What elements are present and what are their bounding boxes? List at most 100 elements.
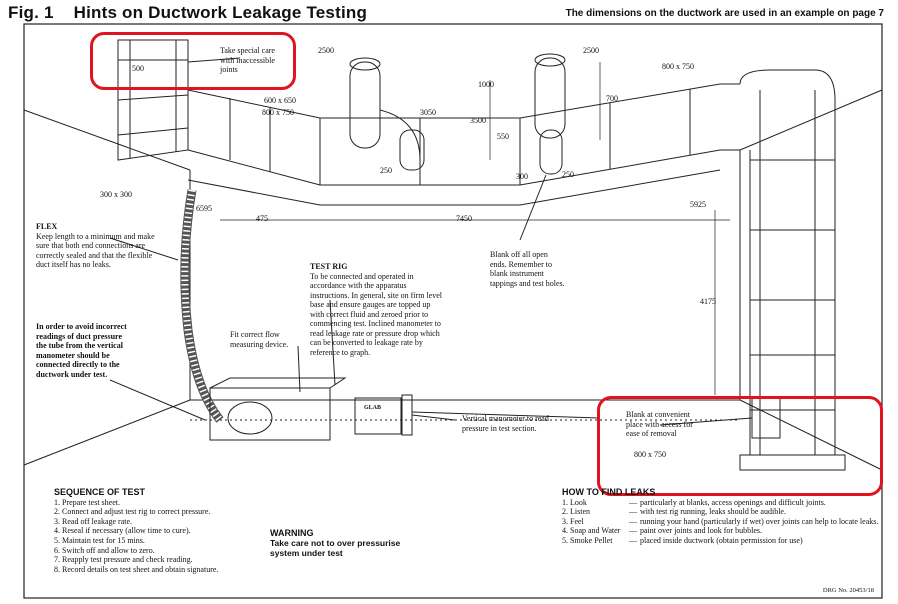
leader-line bbox=[187, 57, 241, 63]
blank-off-note: Blank off all open ends. Remember to bla… bbox=[490, 250, 565, 288]
blank-convenient-note: Blank at convenient place with access fo… bbox=[626, 410, 693, 438]
how-to-find-leaks: HOW TO FIND LEAKS 1. Look — particularly… bbox=[562, 487, 882, 546]
leader-line bbox=[329, 299, 336, 386]
riser-right-flange bbox=[750, 159, 835, 411]
special-care-note: Take special care with inaccessible join… bbox=[220, 46, 275, 74]
riser-flange bbox=[117, 59, 189, 136]
room-line bbox=[739, 399, 883, 471]
branch-duct-2 bbox=[399, 129, 425, 171]
how-text: paint over joints and look for bubbles. bbox=[640, 526, 762, 536]
sequence-step: 2. Connect and adjust test rig to correc… bbox=[54, 507, 211, 517]
dim-300: 300 bbox=[516, 172, 528, 181]
dim-4175: 4175 bbox=[700, 297, 716, 306]
vertical-manometer-note: Vertical manometer to read pressure in t… bbox=[462, 414, 549, 433]
how-row: 5. Smoke Pellet — placed inside ductwork… bbox=[562, 536, 882, 546]
test-rig-frame bbox=[209, 387, 331, 441]
room-line bbox=[23, 109, 191, 171]
how-text: particularly at blanks, access openings … bbox=[640, 497, 826, 507]
warning-box: WARNING Take care not to over pressurise… bbox=[270, 528, 400, 558]
sequence-step: 7. Reapply test pressure and check readi… bbox=[54, 555, 193, 565]
sequence-step: 3. Read off leakage rate. bbox=[54, 516, 133, 526]
dim-7450: 7450 bbox=[456, 214, 472, 223]
branch-duct-1-top bbox=[349, 57, 381, 71]
flex-body: Keep length to a minimum and make sure t… bbox=[36, 231, 155, 270]
how-row: 2. Listen — with test rig running, leaks… bbox=[562, 507, 882, 517]
sequence-title: SEQUENCE OF TEST bbox=[54, 487, 146, 497]
main-duct-bottom bbox=[187, 149, 740, 186]
dim-250-left: 250 bbox=[380, 166, 392, 175]
dim-2500-left: 2500 bbox=[318, 46, 334, 55]
header-note: The dimensions on the ductwork are used … bbox=[565, 8, 884, 19]
how-dash: — bbox=[629, 526, 637, 536]
dim-6595: 6595 bbox=[196, 204, 212, 213]
sequence-step: 4. Reseal if necessary (allow time to cu… bbox=[54, 526, 191, 536]
manometer-tube bbox=[411, 411, 601, 419]
test-rig-top bbox=[209, 377, 347, 389]
how-key: 2. Listen bbox=[562, 507, 590, 517]
how-key: 1. Look bbox=[562, 497, 587, 507]
how-row: 3. Feel — running your hand (particularl… bbox=[562, 517, 882, 527]
how-dash: — bbox=[629, 497, 637, 507]
dim-5925: 5925 bbox=[690, 200, 706, 209]
sequence-of-test: SEQUENCE OF TEST 1. Prepare test sheet. … bbox=[54, 487, 219, 574]
how-text: running your hand (particularly if wet) … bbox=[640, 516, 879, 526]
test-rig-title: TEST RIG bbox=[310, 262, 348, 271]
highlight-box-top-left bbox=[90, 32, 296, 90]
warning-title: WARNING bbox=[270, 528, 314, 538]
fit-flow-device-note: Fit correct flow measuring device. bbox=[230, 330, 289, 349]
drawing-number: DRG No. 20453/18 bbox=[822, 587, 874, 594]
dim-250-right: 250 bbox=[562, 170, 574, 179]
branch-duct-1 bbox=[349, 61, 381, 149]
dim-500: 500 bbox=[132, 64, 144, 73]
figure-heading: Hints on Ductwork Leakage Testing bbox=[73, 3, 368, 22]
room-line bbox=[23, 399, 191, 466]
warning-line: Take care not to over pressurise bbox=[270, 538, 401, 548]
figure-number: Fig. 1 bbox=[8, 3, 54, 22]
flex-title: FLEX bbox=[36, 222, 58, 231]
dim-3050: 3050 bbox=[420, 108, 436, 117]
warning-line: system under test bbox=[270, 548, 343, 558]
leader-line bbox=[109, 379, 206, 421]
dim-475: 475 bbox=[256, 214, 268, 223]
dim-550: 550 bbox=[497, 132, 509, 141]
how-dash: — bbox=[629, 516, 637, 526]
vertical-manometer bbox=[401, 394, 413, 436]
figure-title: Fig. 1 Hints on Ductwork Leakage Testing bbox=[8, 3, 367, 23]
leader-line bbox=[109, 237, 179, 261]
sequence-step: 5. Maintain test for 15 mins. bbox=[54, 535, 145, 545]
how-key: 4. Soap and Water bbox=[562, 526, 621, 536]
test-rig-note: TEST RIG To be connected and operated in… bbox=[310, 262, 442, 357]
riser-right-base bbox=[739, 454, 846, 471]
how-dash: — bbox=[629, 507, 637, 517]
sequence-step: 1. Prepare test sheet. bbox=[54, 497, 120, 507]
test-rig-body: To be connected and operated in accordan… bbox=[310, 271, 442, 357]
highlight-box-bottom-right bbox=[597, 396, 883, 496]
how-text: placed inside ductwork (obtain permissio… bbox=[640, 535, 803, 545]
sequence-step: 8. Record details on test sheet and obta… bbox=[54, 564, 219, 574]
dim-3500: 3500 bbox=[470, 116, 486, 125]
room-line bbox=[739, 89, 883, 151]
drawing-frame bbox=[23, 23, 883, 599]
test-rig-manometer bbox=[354, 397, 402, 435]
leader-line bbox=[519, 174, 547, 241]
branch-elbow-1 bbox=[379, 109, 421, 161]
dim-800x750-blank: 800 x 750 bbox=[634, 450, 666, 459]
leader-line bbox=[297, 345, 301, 393]
dim-600x650: 600 x 650 bbox=[264, 96, 296, 105]
how-dash: — bbox=[629, 535, 637, 545]
branch-duct-3-top bbox=[534, 53, 566, 67]
dim-2500-right: 2500 bbox=[583, 46, 599, 55]
main-duct-under bbox=[187, 169, 721, 206]
dim-800x750-right: 800 x 750 bbox=[662, 62, 694, 71]
how-key: 5. Smoke Pellet bbox=[562, 535, 613, 545]
how-row: 4. Soap and Water — paint over joints an… bbox=[562, 526, 882, 536]
branch-duct-3 bbox=[534, 57, 566, 139]
how-title: HOW TO FIND LEAKS bbox=[562, 487, 656, 497]
leader-line bbox=[659, 417, 753, 426]
branch-duct-4 bbox=[539, 129, 563, 175]
avoid-incorrect-readings-note: In order to avoid incorrect readings of … bbox=[36, 322, 127, 379]
how-text: with test rig running, leaks should be a… bbox=[640, 507, 786, 517]
flex-duct-rings bbox=[181, 189, 223, 423]
dim-700: 700 bbox=[606, 94, 618, 103]
